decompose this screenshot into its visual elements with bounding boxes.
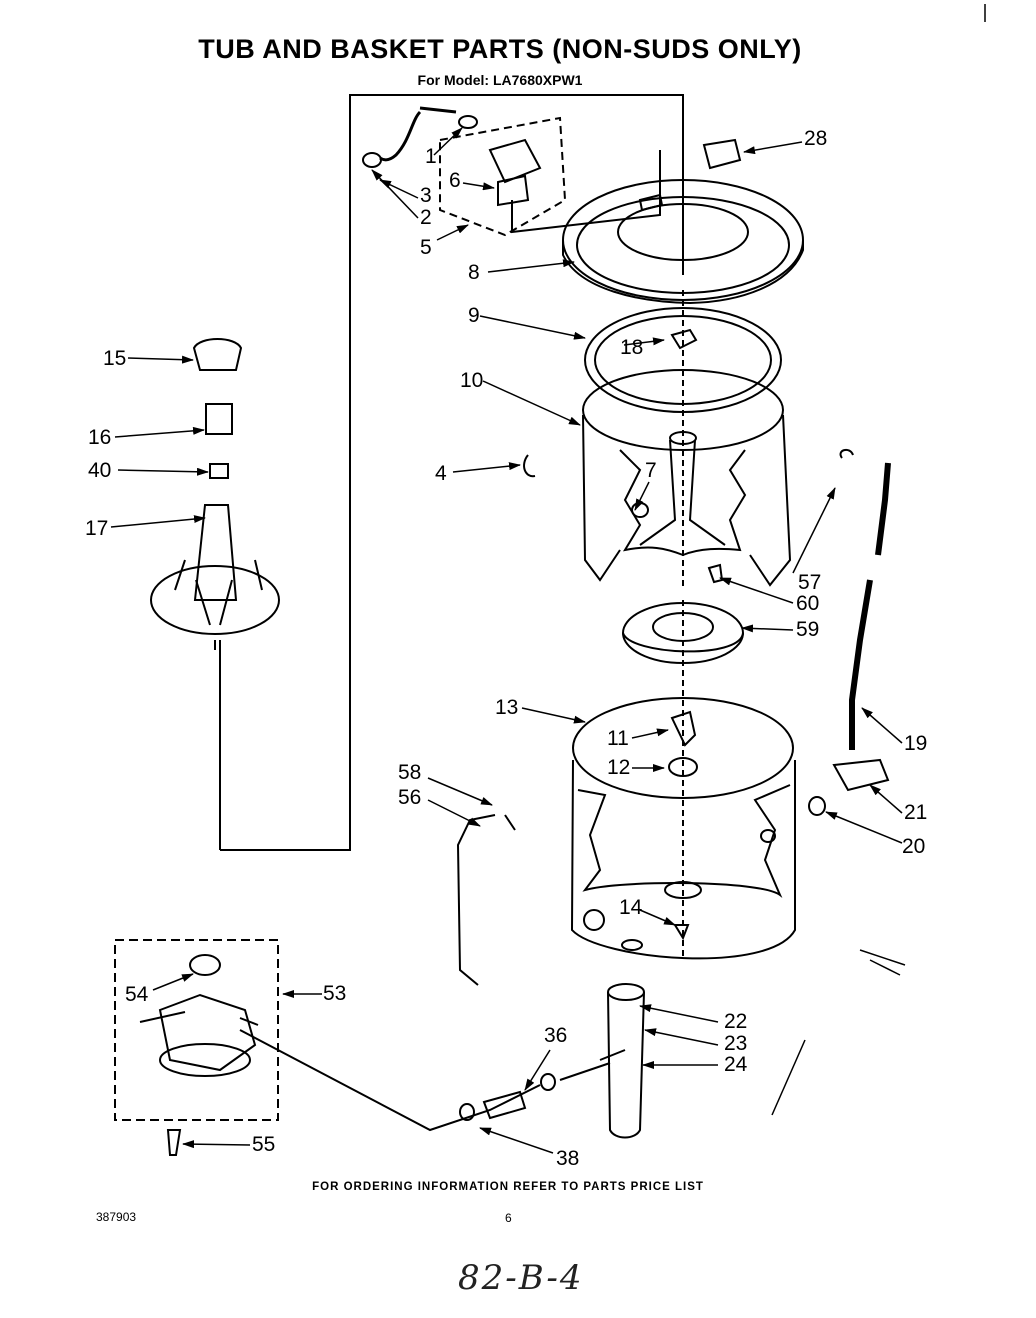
part-36-hose (484, 1092, 525, 1118)
callout-28: 28 (804, 127, 828, 150)
callout-59: 59 (796, 618, 820, 641)
callout-15: 15 (103, 347, 127, 370)
callout-18: 18 (620, 336, 644, 359)
callout-13: 13 (495, 696, 519, 719)
callout-3: 3 (420, 184, 432, 207)
part-17-agitator (151, 505, 279, 634)
callout-22: 22 (724, 1010, 748, 1033)
part-19-hose (852, 580, 870, 750)
part-55-screw (168, 1130, 180, 1155)
callout-8: 8 (468, 261, 480, 284)
part-14-fastener (675, 925, 688, 938)
callout-leaders (111, 127, 902, 1153)
callout-11: 11 (607, 727, 629, 750)
callout-1: 1 (425, 145, 437, 168)
callout-60: 60 (796, 592, 820, 615)
callout-7: 7 (645, 459, 657, 482)
callout-55: 55 (252, 1133, 276, 1156)
part-18-nut (672, 330, 696, 348)
callout-4: 4 (435, 462, 447, 485)
part-59-drive-bell (623, 603, 743, 663)
part-13-outer-tub (572, 698, 795, 958)
callout-24: 24 (724, 1053, 748, 1076)
callout-17: 17 (85, 517, 109, 540)
callout-57: 57 (798, 571, 822, 594)
part-60-screw (709, 565, 722, 582)
part-38-clamp (460, 1104, 474, 1120)
callout-53: 53 (323, 982, 347, 1005)
part-9-balance-ring (585, 308, 781, 412)
callout-12: 12 (607, 756, 631, 779)
handwritten-note: 82-B-4 (458, 1258, 584, 1298)
callout-40: 40 (88, 459, 112, 482)
ordering-footer: FOR ORDERING INFORMATION REFER TO PARTS … (312, 1181, 704, 1193)
part-20-grommet (809, 797, 825, 815)
valve-assembly-group (363, 108, 660, 235)
pump-hose-path (240, 1030, 610, 1130)
callout-23: 23 (724, 1032, 748, 1055)
callout-9: 9 (468, 304, 480, 327)
part-21-pressure-switch (834, 760, 888, 790)
callout-6: 6 (449, 169, 461, 192)
callout-54: 54 (125, 983, 149, 1006)
pump-body (140, 995, 258, 1076)
part-58-clamp (505, 815, 515, 830)
callout-20: 20 (902, 835, 926, 858)
callout-38: 38 (556, 1147, 580, 1170)
part-12-seal (669, 758, 697, 776)
page-title: TUB AND BASKET PARTS (NON-SUDS ONLY) (198, 34, 802, 64)
part-4-clip (524, 455, 535, 476)
callout-5: 5 (420, 236, 432, 259)
callout-14: 14 (619, 896, 643, 919)
callout-19: 19 (904, 732, 928, 755)
callout-21: 21 (904, 801, 928, 824)
callout-58: 58 (398, 761, 422, 784)
part-16-cam (206, 404, 232, 434)
margin-marks (772, 4, 985, 1115)
callout-36: 36 (544, 1024, 568, 1047)
part-8-tub-ring (563, 180, 803, 303)
part-56-hose (458, 815, 495, 985)
part-24-drain-hose (600, 984, 644, 1138)
part-53-pump-box (115, 940, 278, 1120)
callout-16: 16 (88, 426, 112, 449)
part-15-cap (194, 339, 241, 370)
document-number: 387903 (96, 1210, 137, 1224)
part-57-clip (841, 450, 853, 458)
part-19-hose-upper (878, 463, 888, 555)
page-number: 6 (505, 1211, 512, 1225)
model-subtitle: For Model: LA7680XPW1 (417, 72, 583, 88)
callout-10: 10 (460, 369, 484, 392)
callout-56: 56 (398, 786, 422, 809)
part-7-bolt (632, 503, 648, 517)
part-11-drive-block (672, 712, 695, 745)
callout-2: 2 (420, 206, 432, 229)
guide-line-left (220, 95, 683, 850)
part-10-basket (583, 370, 790, 585)
part-28-gasket (704, 140, 740, 168)
part-40-washer (210, 464, 228, 478)
part-54-cap (190, 955, 220, 975)
